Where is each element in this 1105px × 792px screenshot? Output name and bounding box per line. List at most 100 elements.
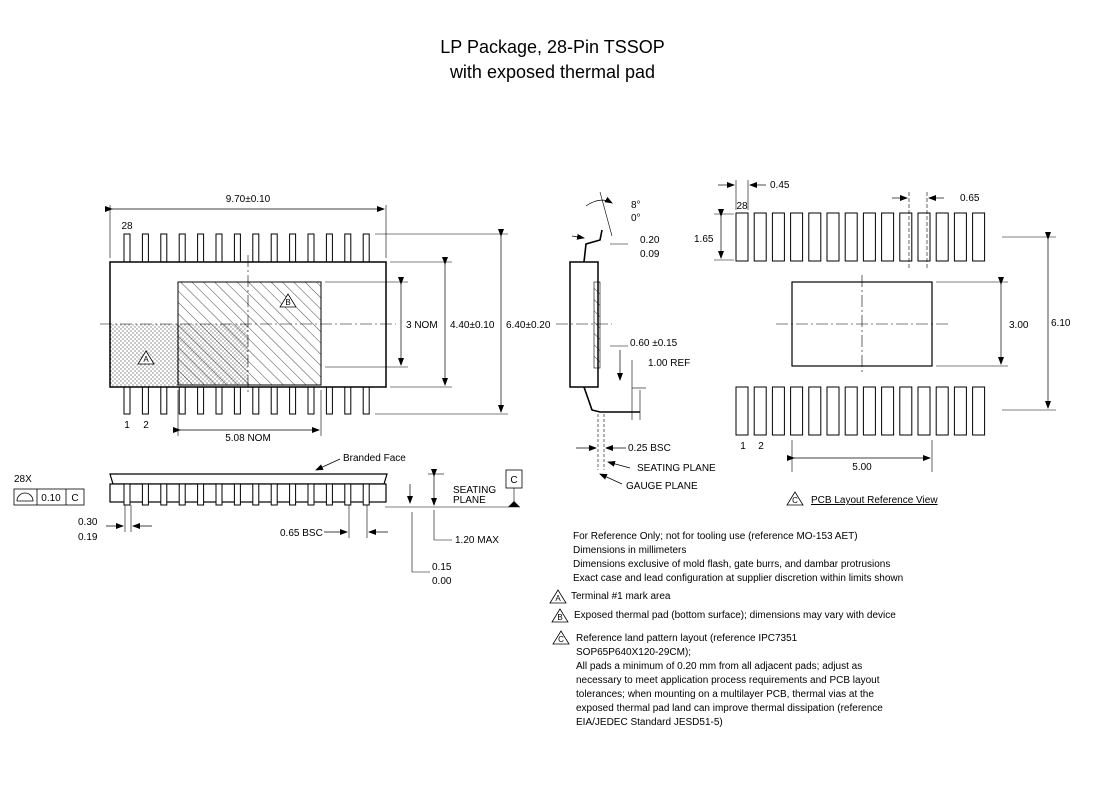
pcb-pad [881,212,895,262]
pcb-pad [826,386,840,436]
note-b-triangle [551,608,569,623]
lead [215,483,223,506]
lead [123,483,131,506]
note-b-letter: B [557,613,562,622]
gauge-label: 0.25 BSC [628,443,671,454]
note-a-triangle [549,589,567,604]
pcb-thermal-height-label: 3.00 [1009,320,1029,331]
lead [307,386,315,415]
lead [252,483,260,506]
foot-ref-label: 1.00 REF [648,358,690,369]
pcb-pad [899,212,913,262]
note-c-block: Reference land pattern layout (reference… [576,632,883,730]
pcb-pad [899,386,913,436]
tolerance-datum-label: C [71,493,78,504]
pcb-pad-length-label: 1.65 [694,234,714,245]
angle-max-label: 8° [631,200,641,211]
marker-c-letter: C [792,496,798,505]
marker-a-triangle [137,350,155,365]
lead [344,233,352,263]
standoff-max-label: 0.15 [432,562,452,573]
pcb-pitch-label: 0.65 [960,193,980,204]
pad-height-label: 3 NOM [406,320,438,331]
pcb-pad [753,212,767,262]
note-c-line: EIA/JEDEC Standard JESD51-5) [576,717,723,728]
lead [362,386,370,415]
lead [252,386,260,415]
pcb-pad [735,386,749,436]
datum-c-label: C [510,475,517,486]
side-view [556,191,646,485]
lead [141,233,149,263]
lead [215,386,223,415]
lead [307,483,315,506]
lead-width-max-label: 0.30 [78,517,98,528]
tolerance-count-label: 28X [14,474,32,485]
pcb-view [714,180,1056,506]
lead [233,483,241,506]
lead [160,233,168,263]
lead [123,386,131,415]
note-c-line: SOP65P640X120-29CM); [576,647,692,658]
front-leads [123,483,370,506]
tolerance-value-label: 0.10 [41,493,61,504]
pcb-pad [790,212,804,262]
marker-b-triangle [279,293,297,308]
lead [344,386,352,415]
lead [197,386,205,415]
top-leads-lower [123,386,370,415]
body-width-label: 4.40±0.10 [450,320,495,331]
pcb-pin-1-label: 1 [740,441,746,452]
pcb-pad [935,386,949,436]
lead [197,483,205,506]
pin-1-label: 1 [124,420,130,431]
note-c-line: necessary to meet application process re… [576,675,880,686]
top-leads-upper [123,233,370,263]
lead [197,233,205,263]
lead [325,483,333,506]
drawing-title: LP Package, 28-Pin TSSOP [440,37,665,57]
pcb-pad [771,386,785,436]
top-view [100,205,508,436]
note-2: Dimensions in millimeters [573,545,687,556]
note-a-text: Terminal #1 mark area [571,591,671,602]
pin1-mark-area [110,324,248,386]
pcb-pad [808,212,822,262]
lead [270,386,278,415]
pcb-pad [735,212,749,262]
pcb-pad [917,212,931,262]
pcb-pad [753,386,767,436]
lead [233,386,241,415]
lead-thick-min-label: 0.09 [640,249,660,260]
lead-thick-max-label: 0.20 [640,235,660,246]
pitch-label: 0.65 BSC [280,528,323,539]
lead [344,483,352,506]
lead [289,386,297,415]
pcb-pad-width-label: 0.45 [770,180,790,191]
pcb-pad [972,386,986,436]
pcb-pad [935,212,949,262]
pin-2-label: 2 [143,420,149,431]
pcb-pad [862,386,876,436]
pcb-pad [826,212,840,262]
pcb-pad [972,212,986,262]
lead [178,483,186,506]
note-4: Exact case and lead configuration at sup… [573,573,904,584]
marker-b-letter: B [285,298,290,307]
span-width-label: 6.40±0.20 [506,320,551,331]
general-notes: For Reference Only; not for tooling use … [573,530,903,586]
gauge-plane-label: GAUGE PLANE [626,481,698,492]
lead [252,233,260,263]
pcb-thermal-width-label: 5.00 [852,462,872,473]
pcb-pad [881,386,895,436]
pcb-pin-28-label: 28 [736,201,748,212]
pcb-pad [771,212,785,262]
pad-length-label: 5.08 NOM [225,433,271,444]
seating-plane-label: SEATING PLANE [637,463,716,474]
drawing-subtitle: with exposed thermal pad [449,62,656,82]
lead [325,233,333,263]
lead [362,483,370,506]
lead [289,233,297,263]
